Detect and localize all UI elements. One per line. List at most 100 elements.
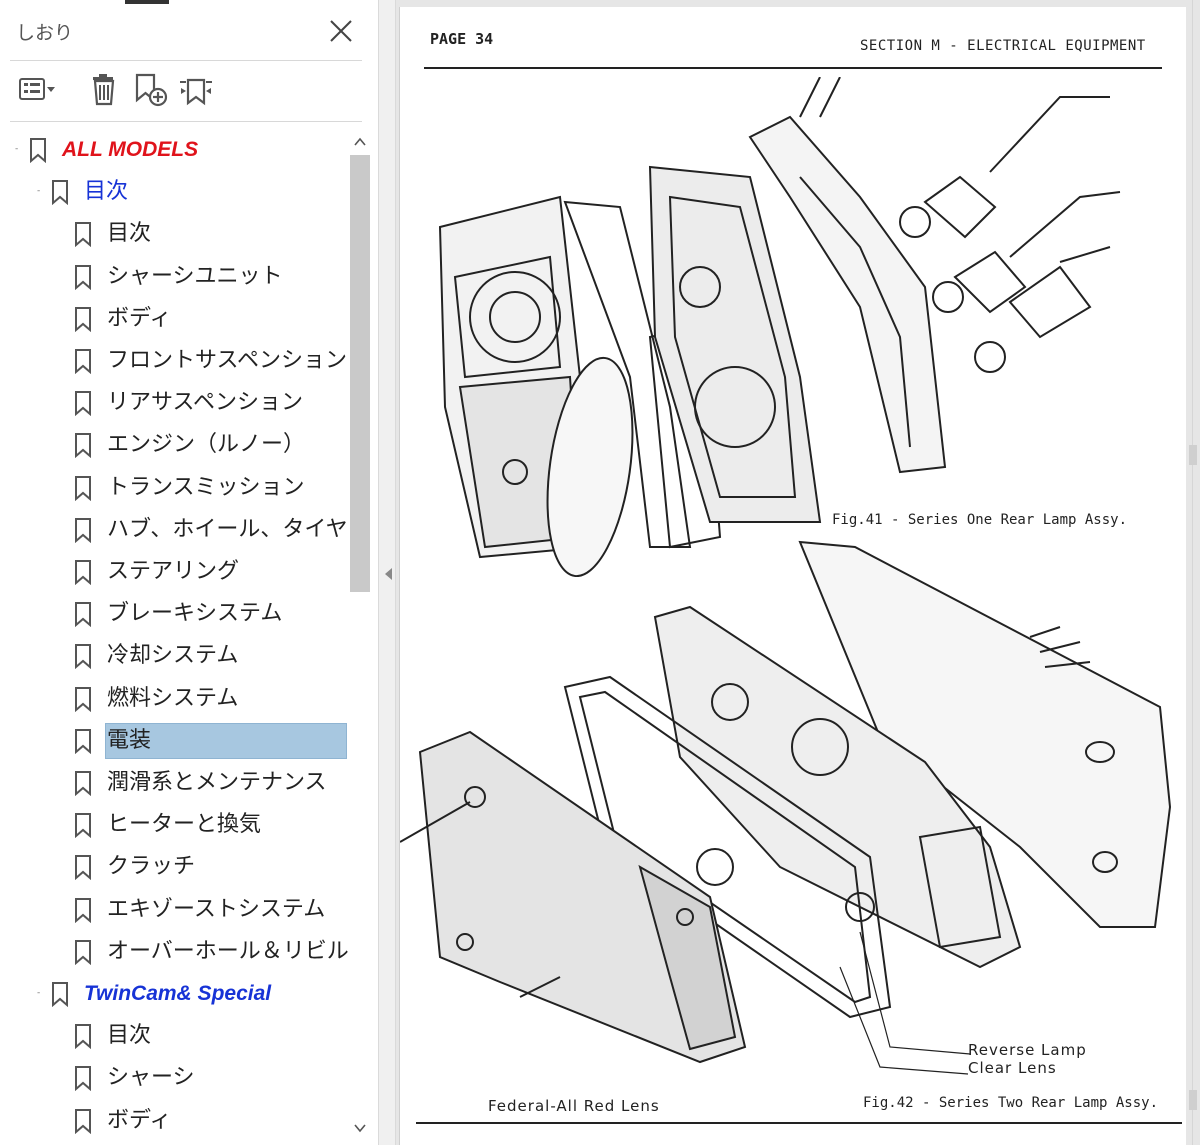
bookmark-item[interactable]: ブレーキシステム	[0, 594, 348, 634]
bookmark-icon	[75, 602, 91, 628]
bookmark-item[interactable]: トランスミッション	[0, 468, 348, 508]
document-scrollbar-marker	[1189, 1090, 1197, 1110]
delete-icon[interactable]	[84, 70, 124, 110]
bookmark-label: トランスミッション	[107, 474, 305, 500]
bookmark-icon	[75, 349, 91, 374]
footer-rule	[416, 1122, 1182, 1124]
bookmark-item[interactable]: フロントサスペンション	[0, 341, 348, 381]
pdf-page: PAGE 34 SECTION M - ELECTRICAL EQUIPMENT	[399, 7, 1186, 1145]
bookmark-label: TwinCam& Special	[84, 982, 272, 1005]
bookmark-item[interactable]: 潤滑系とメンテナンス	[0, 763, 348, 803]
bookmark-label: エンジン（ルノー）	[107, 432, 306, 458]
bookmark-label: 目次	[107, 221, 152, 247]
bookmark-icon	[75, 264, 91, 290]
collapse-panel-icon[interactable]	[383, 566, 393, 582]
bookmark-item[interactable]: 電装	[0, 721, 348, 761]
divider	[10, 121, 362, 122]
bookmark-icon	[75, 517, 91, 543]
bookmark-icon	[75, 560, 91, 585]
bookmark-label: シャーシ	[107, 1065, 195, 1091]
bookmark-item[interactable]: ボディ	[0, 299, 348, 339]
bookmark-icon	[52, 180, 68, 206]
bookmark-item[interactable]: ハブ、ホイール、タイヤ	[0, 510, 348, 550]
bookmark-item[interactable]: オーバーホール＆リビルト	[0, 932, 348, 972]
bookmark-item[interactable]: - ALL MODELS	[0, 130, 348, 170]
collapse-toggle-icon[interactable]: -	[37, 988, 41, 998]
scroll-down-icon[interactable]	[352, 1120, 368, 1136]
bookmark-item[interactable]: 燃料システム	[0, 679, 348, 719]
divider	[10, 60, 362, 61]
bookmark-label: ボディ	[107, 1107, 172, 1133]
bookmark-icon	[75, 728, 91, 754]
bookmark-icon	[75, 222, 91, 248]
bookmark-item[interactable]: シャーシユニット	[0, 257, 348, 297]
bookmark-icon	[75, 813, 91, 839]
page-number: PAGE 34	[430, 30, 494, 48]
collapse-toggle-icon[interactable]: -	[37, 186, 41, 197]
bookmark-item[interactable]: 冷却システム	[0, 636, 348, 676]
bookmark-tree: -ALL MODELS-目次目次シャーシユニットボディフロントサスペンションリア…	[0, 130, 348, 1145]
document-scrollbar-marker	[1189, 445, 1197, 465]
fig42-caption: Fig.42 - Series Two Rear Lamp Assy.	[863, 1095, 1159, 1111]
bookmark-label: 目次	[84, 179, 129, 205]
bookmark-icon	[75, 644, 91, 670]
clear-lens-label: Clear Lens	[968, 1059, 1057, 1077]
bookmark-item[interactable]: 目次	[0, 1016, 348, 1056]
bookmark-icon	[52, 982, 68, 1007]
bookmark-label: ステアリング	[107, 559, 240, 584]
bookmark-icon	[75, 855, 91, 881]
bookmark-label: エキゾーストシステム	[107, 896, 326, 922]
bookmark-item[interactable]: ステアリング	[0, 552, 348, 592]
bookmark-icon	[75, 897, 91, 923]
header-rule	[424, 67, 1162, 69]
bookmark-label: 電装	[107, 727, 152, 753]
bookmark-item[interactable]: ヒーターと換気	[0, 805, 348, 845]
close-icon[interactable]	[326, 16, 356, 46]
scroll-up-icon[interactable]	[352, 134, 368, 150]
bookmark-label: クラッチ	[107, 854, 196, 880]
bookmark-icon	[75, 1024, 91, 1050]
bookmark-icon	[75, 686, 91, 712]
new-bookmark-icon[interactable]	[130, 70, 170, 110]
bookmark-label: シャーシユニット	[107, 263, 283, 289]
panel-title: しおり	[16, 22, 74, 44]
bookmark-label: オーバーホール＆リビルト	[107, 938, 348, 964]
section-title: SECTION M - ELECTRICAL EQUIPMENT	[860, 38, 1146, 54]
bookmark-item[interactable]: シャーシ	[0, 1058, 348, 1098]
bookmark-item[interactable]: - 目次	[0, 172, 348, 212]
federal-lens-label: Federal-All Red Lens	[488, 1097, 660, 1115]
bookmark-icon	[75, 939, 91, 965]
bookmark-icon	[75, 391, 91, 417]
bookmark-icon	[75, 1108, 91, 1134]
bookmark-item[interactable]: - TwinCam& Special	[0, 974, 348, 1014]
bookmark-item[interactable]: エンジン（ルノー）	[0, 425, 348, 465]
document-scrollbar[interactable]	[1192, 0, 1193, 1145]
options-menu-icon[interactable]	[16, 70, 56, 110]
fig41-illustration	[438, 77, 1121, 577]
bookmark-label: フロントサスペンション	[107, 348, 348, 373]
bookmark-label: 燃料システム	[107, 685, 239, 711]
bookmark-item[interactable]: エキゾーストシステム	[0, 890, 348, 930]
bookmark-label: 目次	[107, 1023, 152, 1049]
selection-highlight	[105, 722, 347, 759]
bookmark-label: 潤滑系とメンテナンス	[107, 770, 327, 795]
collapse-toggle-icon[interactable]: -	[15, 144, 19, 154]
reverse-lamp-label: Reverse Lamp	[968, 1041, 1087, 1059]
fig42-illustration	[400, 540, 1172, 1075]
expand-bookmark-icon[interactable]	[176, 70, 216, 110]
scrollbar-thumb[interactable]	[350, 155, 370, 592]
bookmark-label: ボディ	[107, 305, 172, 331]
bookmark-item[interactable]: 目次	[0, 214, 348, 254]
bookmark-icon	[30, 138, 46, 163]
fig41-caption: Fig.41 - Series One Rear Lamp Assy.	[832, 512, 1128, 528]
bookmark-item[interactable]: クラッチ	[0, 847, 348, 887]
bookmark-item[interactable]: ボディ	[0, 1101, 348, 1141]
bookmark-icon	[75, 433, 91, 459]
bookmark-label: ALL MODELS	[62, 138, 199, 161]
bookmark-icon	[75, 475, 91, 501]
bookmark-label: リアサスペンション	[107, 390, 304, 416]
bookmark-label: 冷却システム	[107, 643, 239, 669]
bookmark-item[interactable]: リアサスペンション	[0, 383, 348, 423]
bookmark-icon	[75, 1066, 91, 1092]
bookmark-label: ヒーターと換気	[107, 812, 262, 838]
